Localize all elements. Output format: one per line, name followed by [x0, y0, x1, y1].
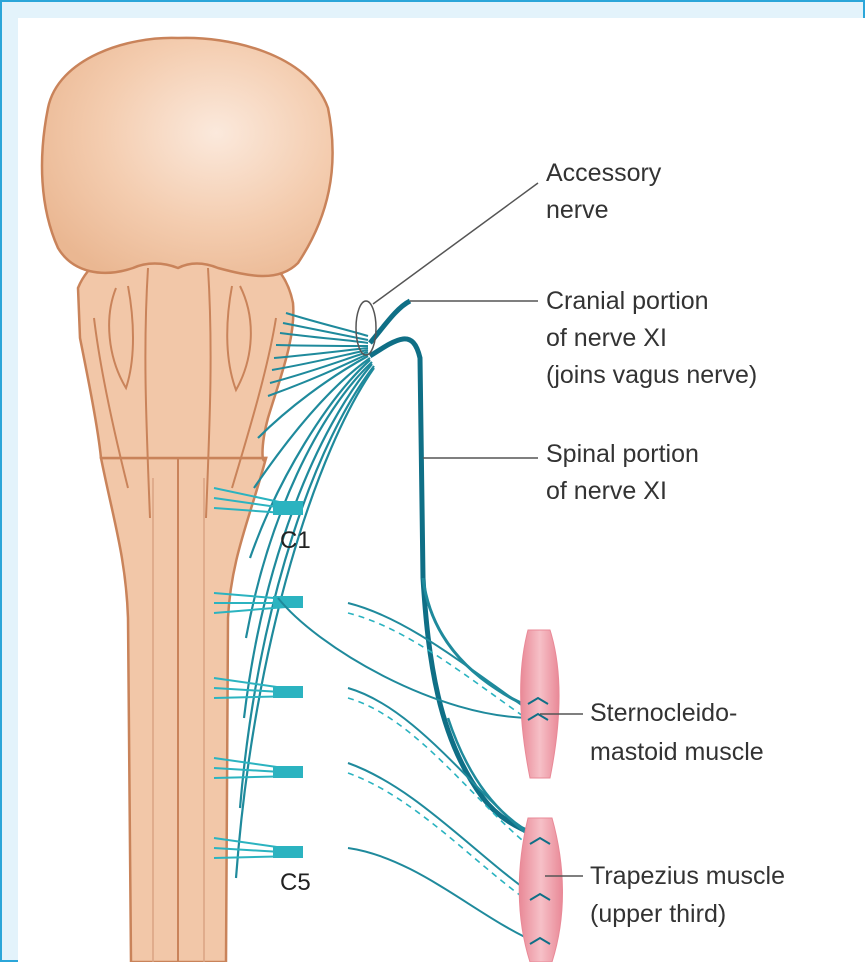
- pons: [42, 38, 333, 276]
- spinal-cord: [101, 458, 266, 962]
- spinal-portion-nerve-trunk: [370, 339, 538, 836]
- label-cranial-portion: Cranial portion of nerve XI (joins vagus…: [546, 287, 757, 389]
- label-sternocleidomastoid: Sternocleido- mastoid muscle: [590, 699, 764, 766]
- branch-to-scm: [423, 578, 533, 708]
- accessory-nerve-diagram: Accessory nerve Cranial portion of nerve…: [18, 18, 865, 962]
- label-trapezius: Trapezius muscle (upper third): [590, 862, 792, 928]
- cervical-plexus-branches-dashed: [348, 613, 538, 908]
- label-level-c5: C5: [280, 869, 311, 896]
- figure-canvas: Accessory nerve Cranial portion of nerve…: [18, 18, 865, 962]
- label-accessory-nerve: Accessory nerve: [546, 159, 668, 224]
- cervical-plexus-branches: [278, 598, 538, 943]
- label-spinal-portion: Spinal portion of nerve XI: [546, 440, 706, 505]
- label-level-c1: C1: [280, 527, 311, 554]
- sternocleidomastoid-muscle: [521, 630, 559, 778]
- medulla: [78, 246, 293, 461]
